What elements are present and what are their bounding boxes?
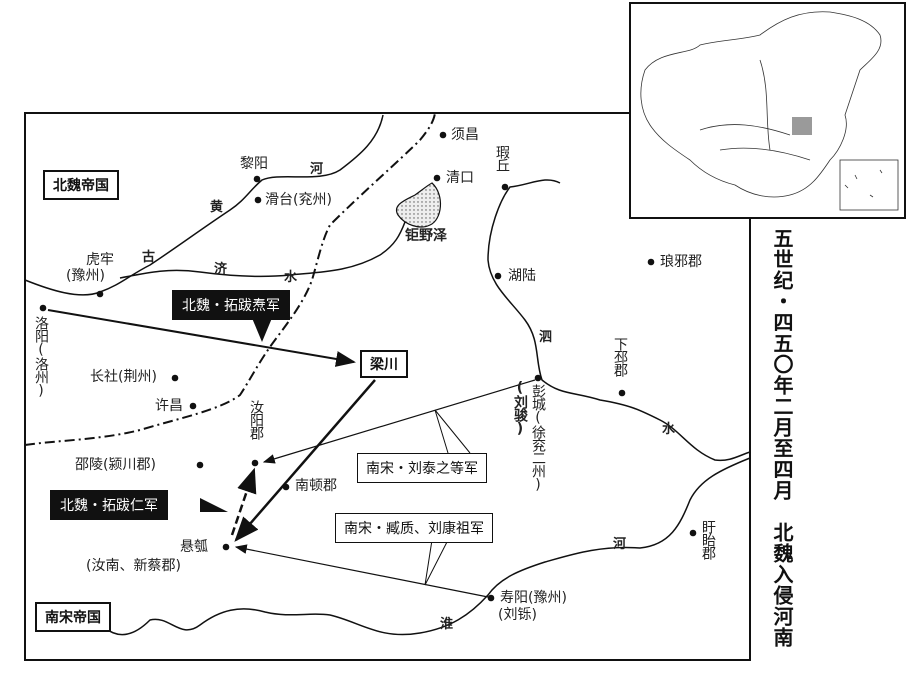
place-nandun: 南顿郡 [295,478,337,494]
place-shouyang: 寿阳(豫州) [500,590,567,606]
empire-label-north-wei: 北魏帝国 [43,170,119,200]
river-label-si-shui: 水 [662,422,676,437]
ji-river [119,221,406,279]
juyeze-lake [395,182,441,228]
river-label-huang: 黄 [210,200,224,215]
place-xuanhu: 悬瓠 [180,539,208,555]
river-label-he-yellow: 河 [310,162,324,177]
place-huatai: 滑台(兖州) [265,192,332,208]
army-label-tuoba-ren: 北魏・拓跋仁军 [50,490,168,520]
place-xuchang-city: 许昌 [155,398,183,414]
place-xiaqiu: 瑕丘 [494,145,510,171]
empire-label-southern-song: 南宋帝国 [35,602,111,632]
river-label-ji: 济 [214,262,228,277]
arrow-zang-zhi [234,544,489,598]
si-river [487,179,751,462]
arrow-liangchuan-xuanhu [234,379,376,542]
place-shaoling: 邵陵(颍川郡) [75,457,156,473]
place-liangchuan: 梁川 [360,350,408,378]
huai-river [104,457,751,636]
place-xuyi: 盱眙郡 [700,520,716,559]
place-luoyang: 洛阳(洛州) [33,316,49,398]
river-label-ji-shui: 水 [284,270,298,285]
place-liyang: 黎阳 [240,156,268,172]
arrow-tuoba-ren [230,467,257,536]
place-xiapi: 下邳郡 [612,337,628,376]
place-xuchang: 须昌 [451,127,479,143]
place-hulu: 湖陆 [508,268,536,284]
river-label-huai-he: 河 [613,537,627,552]
place-changshe: 长社(荆州) [90,369,157,385]
inset-frame [629,2,906,219]
city-dots [39,131,697,602]
map-title: 五世纪・四五〇年二月至四月 北魏入侵河南 [770,228,794,648]
place-hulao-yuzhou: (豫州) [66,268,105,284]
place-pengcheng-ruler: (刘骏) [512,380,528,436]
place-shouyang-ruler: (刘铄) [498,607,537,623]
arrow-liu-taizhi [262,379,536,464]
river-label-huai: 淮 [440,617,454,632]
army-label-liu-taizhi: 南宋・刘泰之等军 [357,453,487,483]
place-juyeze: 钜野泽 [405,228,447,244]
inset-highlight-henan [792,117,812,135]
inset-china-outline [640,11,899,211]
army-label-zang-zhi: 南宋・臧质、刘康祖军 [335,513,493,543]
place-xuanhu-sub: (汝南、新蔡郡) [86,558,181,574]
river-label-si: 泗 [539,330,553,345]
place-qingkou: 清口 [446,170,474,186]
river-label-gu: 古 [142,250,156,265]
army-label-tuoba-tao: 北魏・拓跋焘军 [172,290,290,320]
map-frame [24,112,751,661]
place-langya: 琅邪郡 [660,254,702,270]
arrow-tuoba-tao [47,309,356,367]
place-ruyang: 汝阳郡 [248,400,264,439]
place-pengcheng: 彭城(徐兖二州) [530,384,546,492]
place-hulao: 虎牢 [86,252,114,268]
